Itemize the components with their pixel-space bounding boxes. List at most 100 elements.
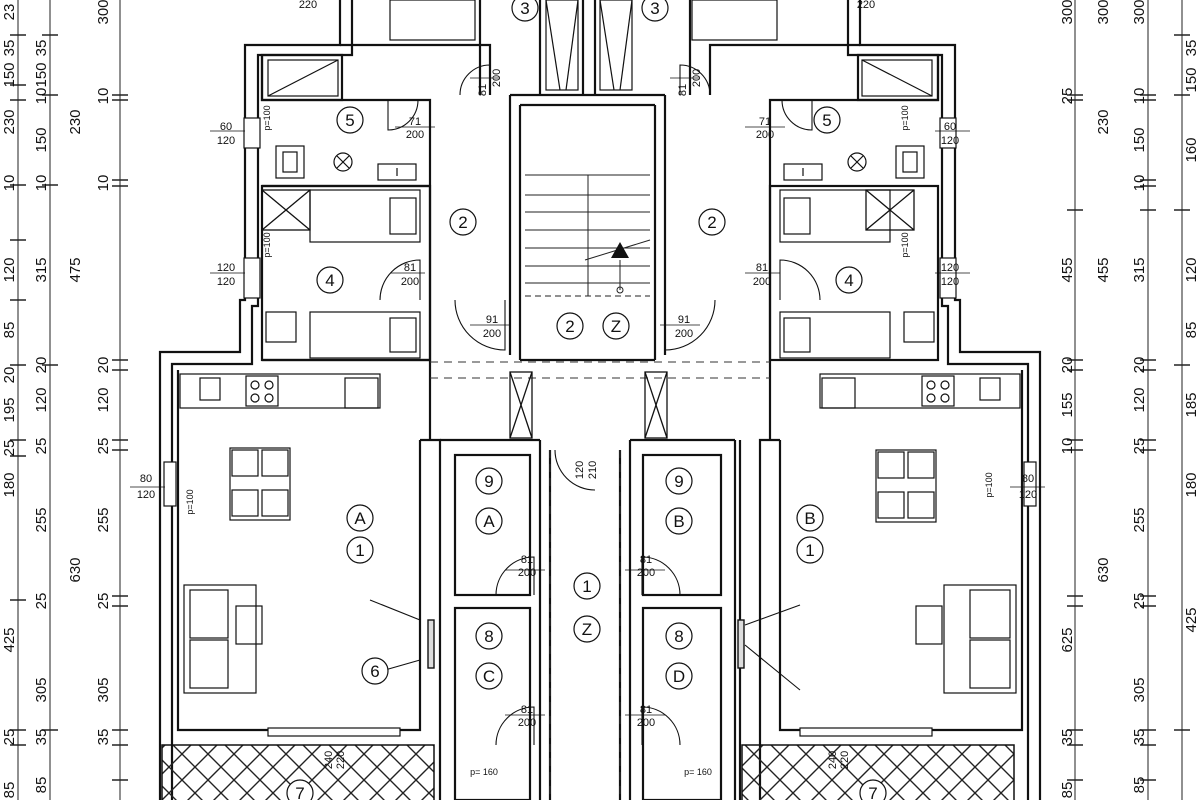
dim-label: 630 [1095, 557, 1112, 582]
dim-label: 185 [1183, 392, 1200, 417]
door-11-height: 200 [637, 567, 655, 579]
window-1-width: 60 [220, 121, 232, 133]
dim-label: 305 [33, 677, 50, 702]
dim-label: 195 [1, 397, 18, 422]
dim-label: 85 [1, 322, 18, 339]
door-10-width: 81 [521, 554, 533, 566]
door-13-width: 81 [640, 704, 652, 716]
dim-label: 180 [1, 472, 18, 497]
left-dimension-chain [10, 0, 128, 800]
room-3-right: 3 [650, 0, 659, 18]
room-2-center: 2 [565, 317, 574, 336]
door-10-height: 200 [518, 567, 536, 579]
storage-a: A [483, 512, 495, 531]
dim-label: 25 [1059, 88, 1076, 105]
parapet-label: p=100 [900, 232, 910, 257]
room-1-a: 1 [355, 541, 364, 560]
dim-label: 10 [95, 88, 112, 105]
room-5-left: 5 [345, 111, 354, 130]
window-openings [163, 117, 1037, 737]
dim-label: 305 [95, 677, 112, 702]
dim-label: 230 [67, 109, 84, 134]
door-1-height: 200 [406, 129, 424, 141]
window-4-height: 120 [941, 276, 959, 288]
entry-doors [427, 619, 745, 669]
parapet-label: p=100 [262, 105, 272, 130]
dim-label: 10 [33, 175, 50, 192]
right-dimension-labels: 300 25 455 20 155 10 625 35 85 300 230 4… [1059, 0, 1200, 798]
top-door-right-height: 220 [857, 0, 875, 11]
door-11-width: 81 [640, 554, 652, 566]
dim-label: 180 [1183, 472, 1200, 497]
dim-label: 10 [95, 175, 112, 192]
door-4-height: 200 [691, 69, 703, 87]
dim-label: 315 [33, 257, 50, 282]
dim-label: 255 [95, 507, 112, 532]
dim-label: 120 [95, 387, 112, 412]
dim-label: 155 [1059, 392, 1076, 417]
window-2-height: 120 [941, 135, 959, 147]
dim-label: 85 [33, 777, 50, 794]
terrace-door-left-width: 240 [323, 751, 335, 769]
room-1-b: 1 [805, 541, 814, 560]
door-5-width: 81 [404, 262, 416, 274]
parapet-label: p=100 [262, 232, 272, 257]
dim-label: 20 [33, 357, 50, 374]
room-8-c: 8 [484, 627, 493, 646]
parapet-label: p= 160 [470, 767, 498, 777]
window-6-width: 80 [1022, 473, 1034, 485]
dim-label: 20 [1, 367, 18, 384]
dim-label: 150 [1131, 127, 1148, 152]
window-2-width: 60 [944, 121, 956, 133]
dim-label: 425 [1, 627, 18, 652]
room-4-left: 4 [325, 271, 334, 290]
dim-label: 230 [1, 109, 18, 134]
dim-label: 10 [1131, 88, 1148, 105]
hidden-lines [430, 361, 770, 800]
dining-tables [229, 447, 937, 523]
parapet-labels: p=100 p=100 p=100 p=100 p=100 p=100 p= 1… [185, 105, 994, 777]
parapet-label: p= 160 [684, 767, 712, 777]
dim-label: 20 [1131, 357, 1148, 374]
dim-label: 23 [1, 4, 18, 21]
dim-label: 25 [33, 593, 50, 610]
dim-label: 625 [1059, 627, 1076, 652]
door-4-width: 81 [677, 84, 689, 96]
storage-b: B [673, 512, 684, 531]
storage-c: C [483, 667, 495, 686]
dim-label: 255 [33, 507, 50, 532]
dim-label: 35 [33, 40, 50, 57]
apartment-b-label: B [804, 509, 815, 528]
window-1-height: 120 [217, 135, 235, 147]
room-9-a: 9 [484, 472, 493, 491]
right-dimension-chain [1067, 0, 1190, 800]
door-1-width: 71 [409, 116, 421, 128]
room-5-right: 5 [822, 111, 831, 130]
door-13-height: 200 [637, 717, 655, 729]
door-7-width: 91 [486, 314, 498, 326]
dim-label: 160 [1183, 137, 1200, 162]
dim-label: 425 [1183, 607, 1200, 632]
bedroom-furniture [265, 189, 935, 359]
dim-label: 10 [33, 88, 50, 105]
apartment-a-label: A [354, 509, 366, 528]
kitchen-counters [179, 373, 1021, 409]
door-labels: 71 200 71 200 81 200 81 200 81 200 81 20… [130, 0, 1045, 769]
dim-label: 20 [1059, 357, 1076, 374]
dim-label: 120 [1131, 387, 1148, 412]
top-door-left-height: 220 [299, 0, 317, 11]
dim-label: 630 [67, 557, 84, 582]
dim-label: 300 [1095, 0, 1112, 25]
room-4-right: 4 [844, 271, 853, 290]
terrace-door-right-width: 240 [827, 751, 839, 769]
door-8-height: 200 [675, 328, 693, 340]
room-tags [286, 0, 887, 805]
parapet-label: p=100 [900, 105, 910, 130]
door-3-height: 200 [491, 69, 503, 87]
door-2-width: 71 [759, 116, 771, 128]
room-6: 6 [370, 662, 379, 681]
window-5-height: 120 [137, 489, 155, 501]
dim-label: 305 [1131, 677, 1148, 702]
storage-d: D [673, 667, 685, 686]
